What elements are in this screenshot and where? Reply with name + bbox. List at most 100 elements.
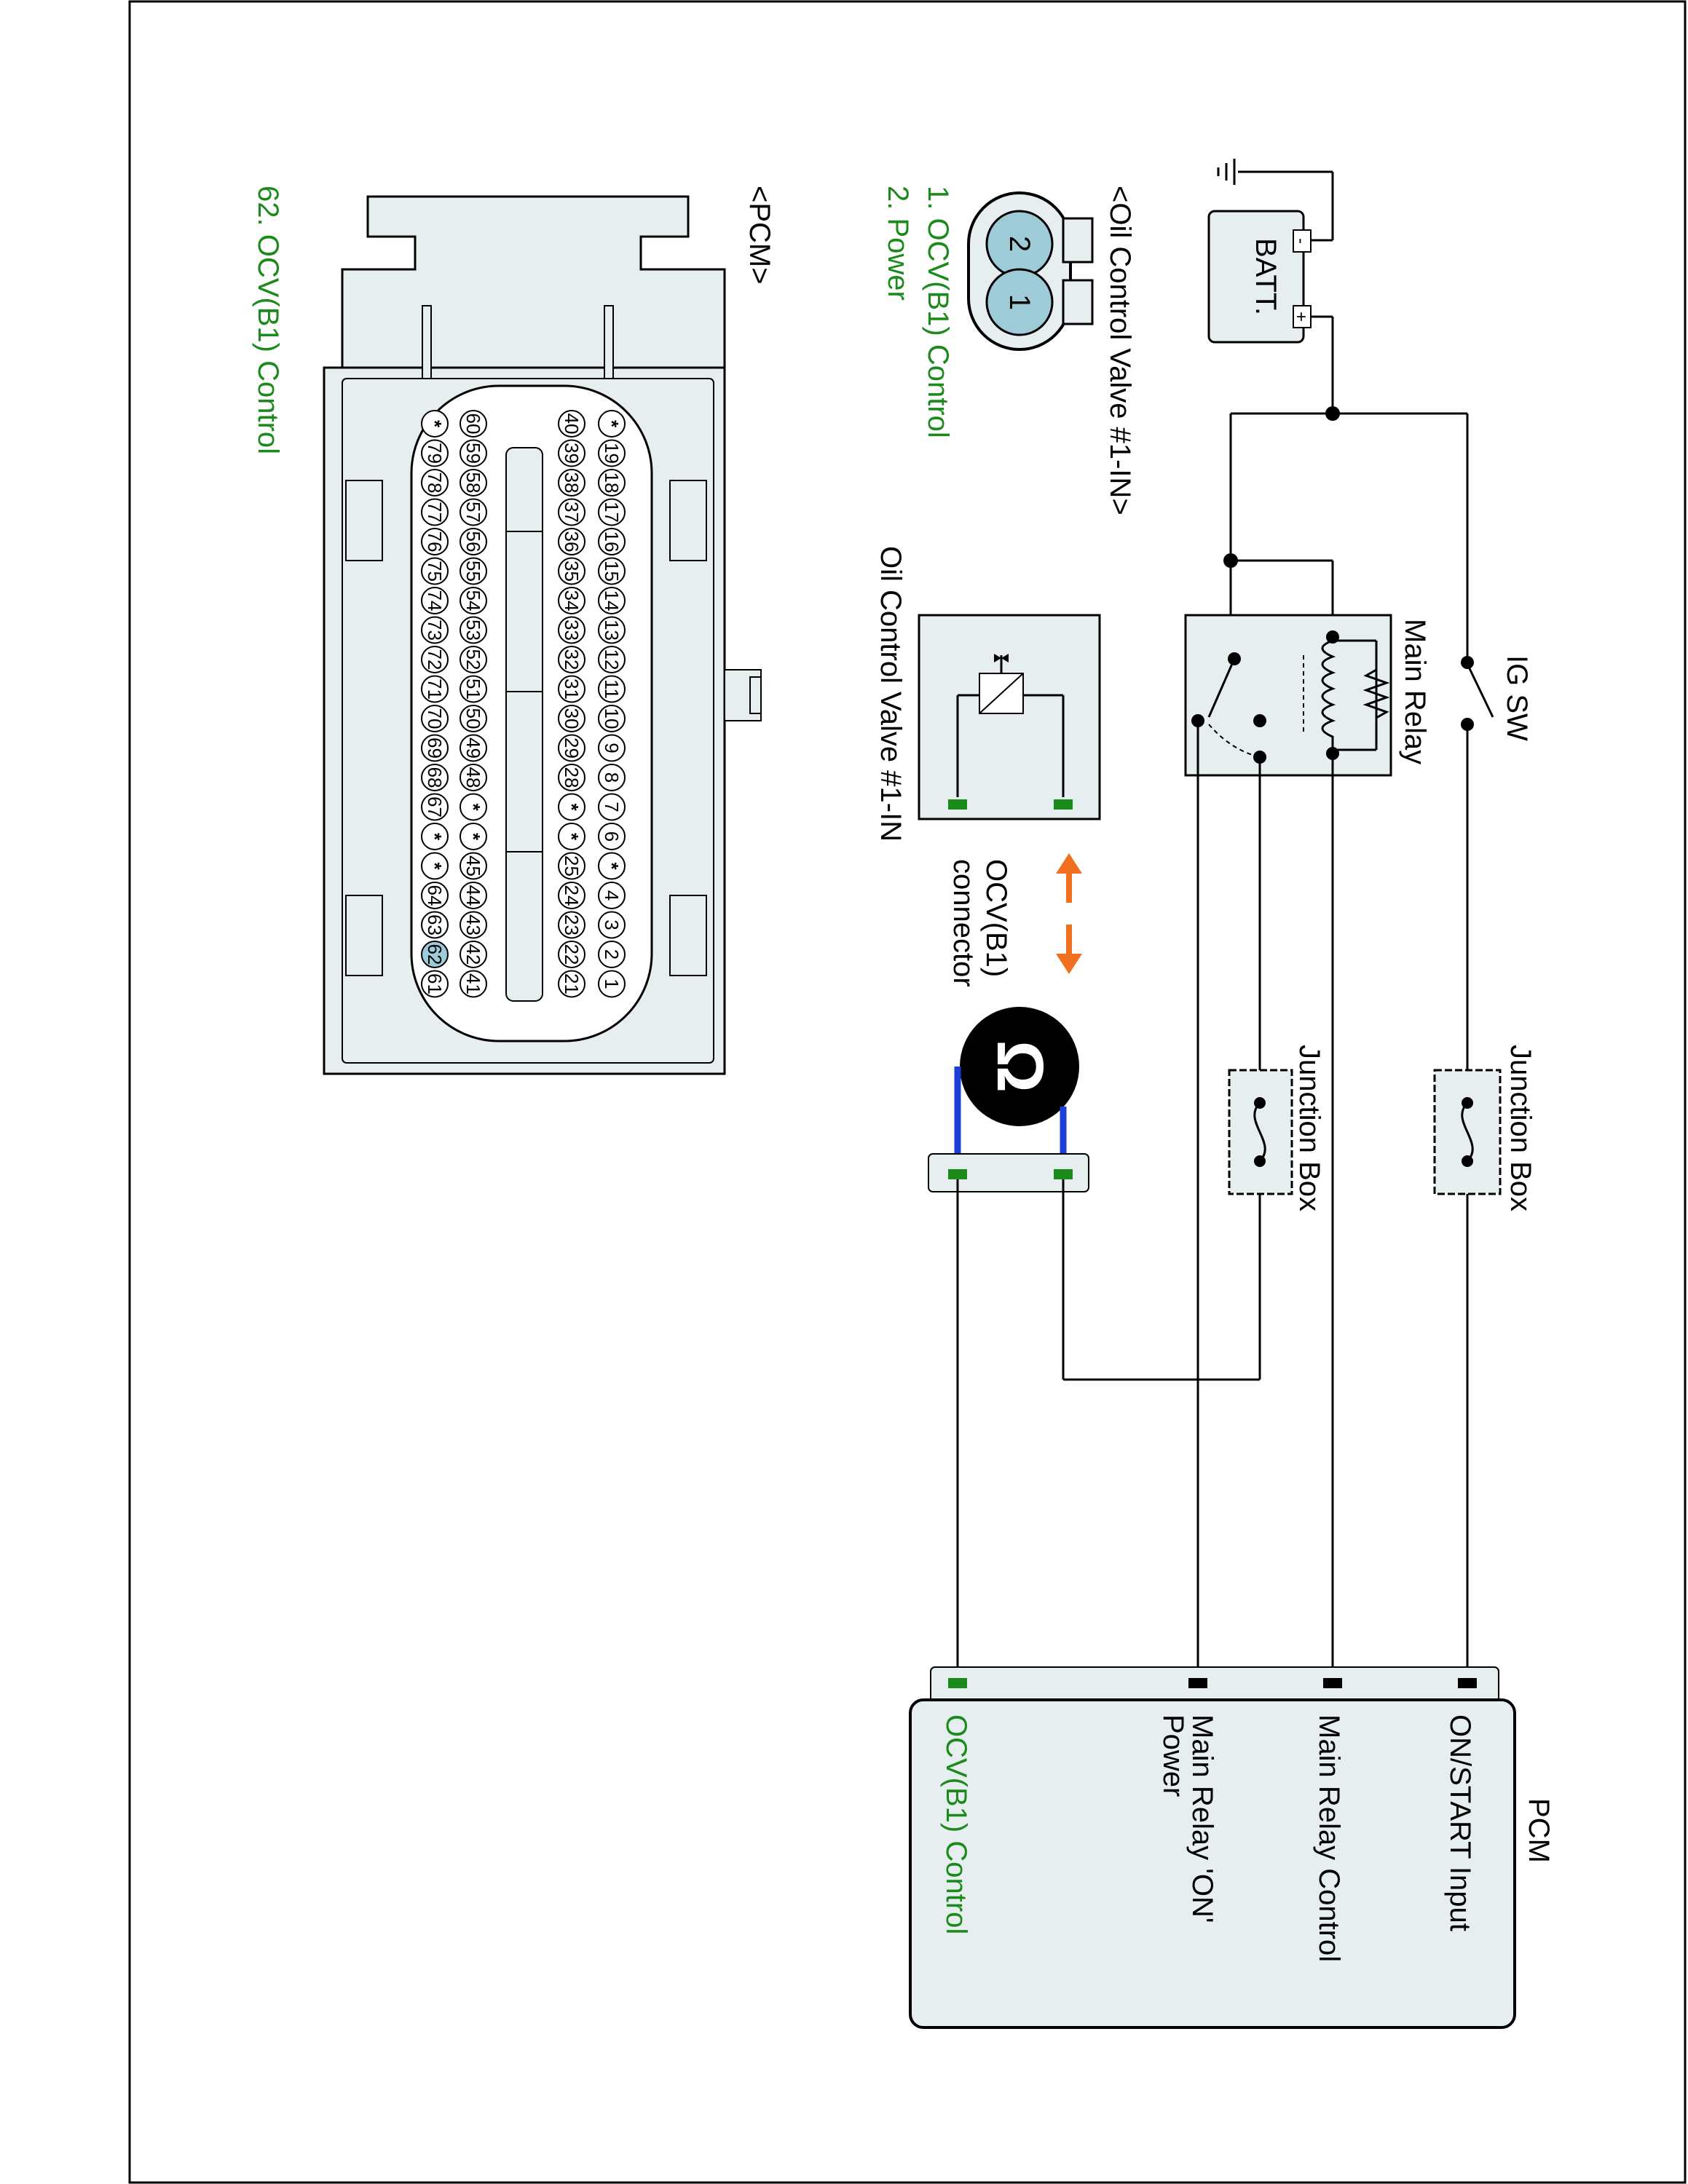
pcm-pin-label: 78: [424, 472, 446, 494]
pcm-pin-circle: [460, 410, 487, 438]
pcm-pin-label: 8: [601, 772, 623, 783]
pcm-pin-label: 59: [462, 443, 484, 464]
pcm-pin-label: 16: [601, 531, 623, 553]
pcm-pin-label: 43: [462, 914, 484, 935]
pcm-pin-circle: [421, 616, 449, 644]
pcm-pin-circle: [460, 675, 487, 703]
pcm-pin-circle: [558, 734, 585, 762]
pcm-pin-circle: [558, 852, 585, 880]
ohm-symbol: Ω: [983, 1040, 1056, 1093]
pcm-pin-label: 29: [561, 737, 583, 759]
pcm-pin-label: *: [561, 833, 583, 841]
pcm-pin-label: 14: [601, 590, 623, 612]
pcm-pin-circle: [558, 410, 585, 438]
pcm-pin-label: 6: [601, 831, 623, 842]
pcm-pin-circle: [558, 675, 585, 703]
pcm-pin-label: 62: [424, 944, 446, 965]
pcm-pin-main-relay-on-2: Power: [1157, 1714, 1189, 1797]
pcm-pin-label: 1: [601, 978, 623, 989]
pcm-pin-label: 44: [462, 885, 484, 906]
pcm-pin-label: 31: [561, 678, 583, 700]
pcm-pin-circle: [558, 941, 585, 968]
main-relay: [1184, 614, 1392, 777]
pcm-pin-label: 25: [561, 855, 583, 877]
pcm-pin-circle: [421, 970, 449, 998]
pcm-pin-label: 79: [424, 443, 446, 464]
pcm-pin-circle: [421, 823, 449, 850]
pcm-pin-circle: [421, 882, 449, 909]
pcm-pin-label: 69: [424, 737, 446, 759]
pcm-pin-circle: [421, 528, 449, 555]
pcm-pin-circle: [598, 852, 626, 880]
pcm-pin-label: *: [561, 803, 583, 811]
pcm-pin-circle: [558, 793, 585, 821]
pcm-pin-label: 3: [601, 919, 623, 930]
pcm-pin-label: 7: [601, 802, 623, 812]
pcm-pin-circle: [421, 941, 449, 968]
pcm-pin-circle: [421, 646, 449, 673]
pcm-pin-circle: [421, 469, 449, 496]
junction-box-1-label: Junction Box: [1504, 1045, 1537, 1211]
pcm-pin-circle: [421, 439, 449, 467]
junction-box-2-label: Junction Box: [1293, 1045, 1325, 1211]
pcm-pin-circle: [598, 498, 626, 526]
pcm-pin-label: *: [462, 833, 484, 841]
pcm-pin-label: 15: [601, 561, 623, 582]
pcm-pin-circle: [421, 764, 449, 791]
pcm-pin-label: 10: [601, 708, 623, 729]
oil-control-valve: [918, 614, 1101, 820]
ocv-title: Oil Control Valve #1-IN: [875, 546, 907, 842]
pcm-pin-label: 54: [462, 590, 484, 612]
pcm-pin-circle: [558, 764, 585, 791]
pcm-pin-label: 28: [561, 767, 583, 788]
pcm-pin-circle: [598, 911, 626, 939]
pcm-pin-label: 39: [561, 443, 583, 464]
pcm-pin-circle: [598, 793, 626, 821]
pcm-pin-circle: [598, 646, 626, 673]
pcm-pin-circle: [558, 970, 585, 998]
battery: [1207, 210, 1305, 344]
pcm-connector-title: <PCM>: [744, 186, 776, 285]
pcm-pin-label: 51: [462, 678, 484, 700]
pcm-pin-ocv-control: OCV(B1) Control: [940, 1714, 972, 1934]
pcm-pin-circle: [558, 823, 585, 850]
pcm-pin-circle: [421, 498, 449, 526]
pcm-pin-main-relay-control: Main Relay Control: [1313, 1714, 1345, 1962]
pcm-pin-label: *: [601, 420, 623, 428]
pcm-pin-circle: [460, 970, 487, 998]
ground-icon: [1217, 159, 1333, 185]
pcm-pin-label: 40: [561, 414, 583, 435]
ohmmeter-icon: [960, 1007, 1079, 1126]
ocv-connector-face: <Oil Control Valve #1-IN> 2 1 1. OCV(B1)…: [882, 186, 1136, 515]
pcm-pin-main-relay-on: Main Relay 'ON': [1186, 1714, 1218, 1923]
pcm-pin-circle: [598, 823, 626, 850]
pcm-pin-circle: [421, 793, 449, 821]
pcm-pin-label: 70: [424, 708, 446, 729]
ocv-connector-title: <Oil Control Valve #1-IN>: [1104, 186, 1136, 515]
pcm-pin-label: *: [462, 803, 484, 811]
pcm-pin-label: 17: [601, 502, 623, 523]
pcm-pin-circle: [558, 469, 585, 496]
battery-minus: -: [1291, 238, 1311, 244]
pcm-pin-label: 23: [561, 914, 583, 935]
pcm-pin-label: 55: [462, 561, 484, 582]
pcm-pin-label: 36: [561, 531, 583, 553]
pcm-pin-label: 18: [601, 472, 623, 494]
pcm-pin-label: 48: [462, 767, 484, 788]
pcm-pin-circle: [460, 705, 487, 732]
pcm-pin-label: 67: [424, 796, 446, 818]
battery-plus: +: [1291, 312, 1311, 322]
pcm-pin-circle: [460, 616, 487, 644]
pcm-pin-circle: [558, 498, 585, 526]
pcm-pin-label: 2: [601, 949, 623, 960]
pcm-pin-circle: [460, 557, 487, 585]
pcm-pin-circle: [460, 793, 487, 821]
pcm-pin-label: 72: [424, 649, 446, 670]
pcm-pin-on-start: ON/START Input: [1444, 1714, 1476, 1931]
pcm-pin-label: 9: [601, 743, 623, 753]
pcm-pin-label: 60: [462, 414, 484, 435]
arrow-icon: [1056, 853, 1082, 974]
pcm-pin-circle: [598, 587, 626, 614]
pcm-pin-circle: [598, 616, 626, 644]
pcm-pin-circle: [598, 410, 626, 438]
